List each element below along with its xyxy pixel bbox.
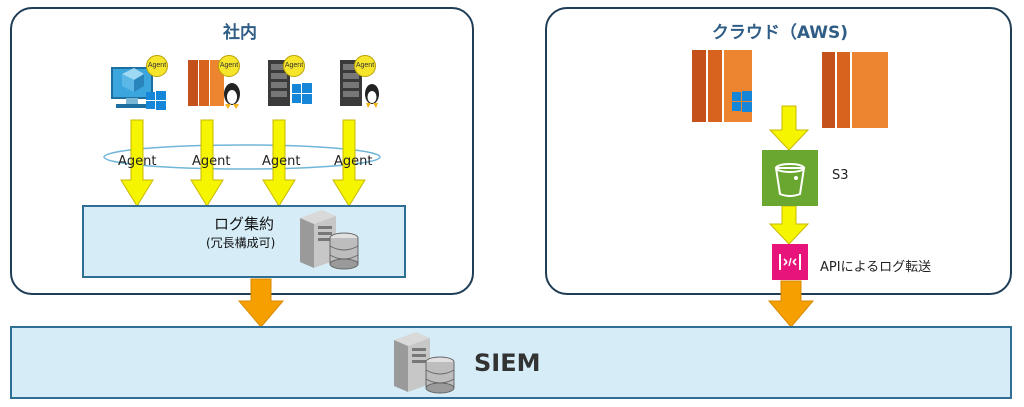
agent-label-1: Agent xyxy=(118,154,157,169)
agent-label-2: Agent xyxy=(192,154,231,169)
aggregation-title: ログ集約 xyxy=(214,215,275,233)
agent-arrows xyxy=(120,119,366,207)
agent-label-3: Agent xyxy=(262,154,301,169)
s3-bucket-icon xyxy=(762,150,818,206)
agent-label-4: Agent xyxy=(334,154,373,169)
cloud-to-siem-arrow xyxy=(768,280,814,328)
agent-ring xyxy=(103,144,381,170)
siem-label: SIEM xyxy=(474,349,541,377)
aws-ec2-windows-icon xyxy=(692,50,752,122)
onprem-title: 社内 xyxy=(223,23,257,43)
agent-badge-3: Agent xyxy=(283,55,305,77)
api-label: APIによるログ転送 xyxy=(820,260,932,275)
agent-badge-2: Agent xyxy=(218,55,240,77)
agent-badge-1: Agent xyxy=(146,55,168,77)
siem-server-icon xyxy=(394,332,455,394)
onprem-to-siem-arrow xyxy=(238,278,284,328)
aws-ec2-icon xyxy=(822,52,888,128)
cloud-title: クラウド（AWS) xyxy=(711,23,849,43)
aggregation-subtitle: (冗長構成可) xyxy=(206,236,276,250)
windows-desktop-icon xyxy=(111,67,166,110)
siem-box xyxy=(10,326,1012,399)
api-gateway-icon xyxy=(772,244,808,280)
s3-label: S3 xyxy=(832,168,849,183)
cloud-arrows xyxy=(768,105,810,245)
agent-badge-4: Agent xyxy=(354,55,376,77)
server-database-icon xyxy=(300,210,359,270)
